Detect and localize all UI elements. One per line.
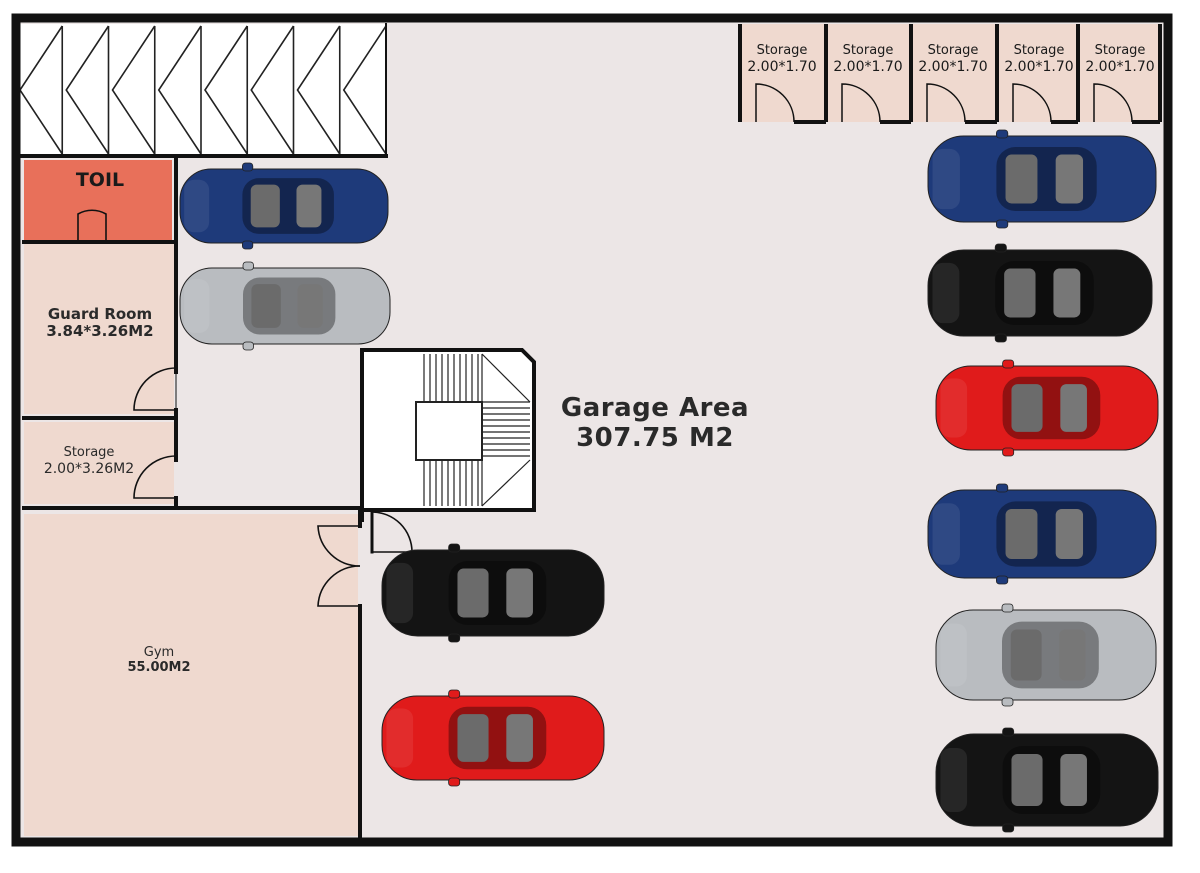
storage-unit-2-label: Storage 2.00*1.70 [826, 43, 910, 75]
car-left-4 [381, 689, 605, 787]
parked-cars [179, 129, 1159, 833]
garage-area-label: Garage Area 307.75 M2 [540, 393, 770, 454]
storage-unit-5-label: Storage 2.00*1.70 [1078, 43, 1162, 75]
doors [77, 209, 413, 607]
storage-unit-2 [826, 24, 911, 122]
storage-unit-1-dimensions: 2.00*1.70 [747, 58, 817, 75]
car-left-2 [179, 261, 391, 351]
guard-room-label: Guard Room 3.84*3.26M2 [30, 305, 170, 341]
guard-room [24, 242, 174, 414]
storage-left-dimensions: 2.00*3.26M2 [43, 460, 135, 477]
storage-unit-3-label: Storage 2.00*1.70 [911, 43, 995, 75]
storage-unit-1-label: Storage 2.00*1.70 [740, 43, 824, 75]
storage-unit-1 [740, 24, 826, 122]
car-right-4 [927, 483, 1157, 585]
car-right-5 [935, 603, 1157, 707]
car-left-3 [381, 543, 605, 643]
gym-dimensions: 55.00M2 [127, 659, 191, 675]
storage-unit-4 [997, 24, 1078, 122]
storage-unit-1-name: Storage [756, 43, 808, 58]
garage-area-size: 307.75 M2 [576, 422, 734, 453]
storage-unit-5-dimensions: 2.00*1.70 [1085, 58, 1155, 75]
storage-units [738, 24, 1162, 124]
storage-left-name: Storage [63, 445, 115, 460]
storage-unit-4-dimensions: 2.00*1.70 [1004, 58, 1074, 75]
gym-label: Gym 55.00M2 [104, 645, 214, 676]
garage-area-name: Garage Area [560, 393, 750, 423]
gym-name: Gym [143, 645, 175, 660]
storage-left-label: Storage 2.00*3.26M2 [30, 445, 148, 477]
storage-unit-4-label: Storage 2.00*1.70 [997, 43, 1081, 75]
stair-landing [415, 401, 483, 461]
toilet-label: TOIL [75, 169, 125, 191]
toilet-room [24, 160, 172, 240]
storage-unit-4-name: Storage [1013, 43, 1065, 58]
car-left-1 [179, 162, 389, 250]
car-right-2 [927, 243, 1153, 343]
storage-unit-5-name: Storage [1094, 43, 1146, 58]
guard-room-name: Guard Room [47, 305, 153, 323]
car-right-3 [935, 359, 1159, 457]
storage-unit-3 [911, 24, 997, 122]
storage-unit-3-name: Storage [927, 43, 979, 58]
storage-unit-3-dimensions: 2.00*1.70 [918, 58, 988, 75]
car-right-6 [935, 727, 1159, 833]
storage-room-left [24, 422, 174, 504]
gym-room [24, 514, 358, 836]
car-right-1 [927, 129, 1157, 229]
storage-unit-2-dimensions: 2.00*1.70 [833, 58, 903, 75]
storage-unit-5 [1078, 24, 1160, 122]
storage-unit-2-name: Storage [842, 43, 894, 58]
guard-room-dimensions: 3.84*3.26M2 [46, 322, 154, 341]
